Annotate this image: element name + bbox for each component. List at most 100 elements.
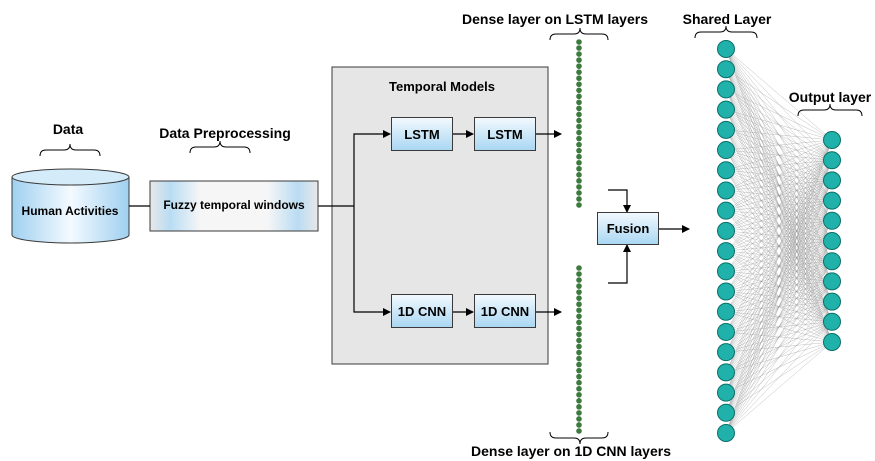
dense-cnn-dot bbox=[576, 307, 582, 314]
shared-node bbox=[717, 120, 735, 139]
connection-line bbox=[725, 139, 833, 393]
shared-brace bbox=[694, 25, 758, 39]
connection-line bbox=[725, 281, 833, 434]
dense-lstm-dot bbox=[576, 147, 582, 154]
shared-node bbox=[717, 424, 735, 442]
dense-lstm-dot bbox=[576, 39, 582, 45]
shared-node bbox=[717, 141, 735, 160]
data-heading: Data bbox=[52, 121, 84, 137]
connection-line bbox=[725, 139, 833, 211]
output-node bbox=[823, 272, 841, 291]
shared-node bbox=[717, 302, 735, 321]
shared-node bbox=[717, 242, 735, 261]
dense-lstm-dot bbox=[576, 75, 582, 82]
temporal-models-heading: Temporal Models bbox=[389, 79, 495, 94]
connectors bbox=[129, 130, 690, 316]
dense-lstm-dot bbox=[576, 63, 582, 69]
dense-lstm-dot bbox=[576, 159, 582, 166]
data-brace bbox=[39, 143, 101, 157]
dense-cnn-dot bbox=[576, 313, 582, 320]
fuzzy-windows-label: Fuzzy temporal windows bbox=[163, 198, 305, 212]
dense-cnn-dot bbox=[576, 283, 582, 289]
dense-lstm-dot bbox=[576, 81, 582, 88]
shared-node bbox=[717, 383, 735, 402]
dense-lstm-dot bbox=[576, 69, 582, 75]
shared-node bbox=[717, 201, 735, 220]
connection-line bbox=[725, 321, 833, 434]
dense-lstm-dot bbox=[576, 51, 582, 57]
output-node bbox=[823, 211, 841, 230]
dense-lstm-dot bbox=[576, 165, 582, 172]
data-cylinder bbox=[11, 168, 130, 244]
preprocessing-brace bbox=[189, 140, 251, 154]
output-brace bbox=[797, 103, 863, 117]
connection-line bbox=[725, 139, 833, 434]
dense-cnn-dot bbox=[576, 301, 582, 308]
connection-line bbox=[725, 69, 833, 141]
dense-cnn-dot bbox=[576, 277, 582, 283]
dense-lstm-dot bbox=[576, 99, 582, 106]
dense-lstm-brace bbox=[549, 27, 609, 41]
dense-cnn-dot bbox=[576, 337, 582, 344]
dense-cnn-dot bbox=[576, 367, 582, 374]
dense-lstm-dot bbox=[576, 190, 582, 196]
shared-layer-heading: Shared Layer bbox=[682, 11, 772, 27]
connection-line bbox=[725, 139, 833, 272]
dense-cnn-dot bbox=[576, 265, 582, 271]
output-node bbox=[823, 232, 841, 250]
connection-line bbox=[725, 341, 833, 434]
dense-lstm-dot bbox=[576, 93, 582, 100]
connection-line bbox=[725, 139, 833, 151]
connection-line bbox=[725, 240, 833, 434]
dense-cnn-dot bbox=[576, 410, 582, 416]
dense-cnn-dot bbox=[576, 422, 582, 428]
dense-cnn-dot bbox=[576, 343, 582, 350]
output-node bbox=[823, 191, 841, 210]
dense-cnn-dot bbox=[576, 289, 582, 295]
output-node bbox=[823, 151, 841, 170]
dense-cnn-dot bbox=[576, 331, 582, 338]
dense-lstm-dot bbox=[576, 202, 582, 208]
dense-cnn-dot bbox=[576, 325, 582, 332]
output-node bbox=[823, 333, 841, 351]
connection-line bbox=[725, 139, 833, 191]
connection-line bbox=[725, 139, 833, 333]
dense-cnn-dot bbox=[576, 398, 582, 404]
shared-node bbox=[717, 161, 735, 180]
lstm-box-2: LSTM bbox=[474, 117, 536, 151]
dense-lstm-dot bbox=[576, 135, 582, 142]
dense-lstm-dot bbox=[576, 196, 582, 202]
shared-node bbox=[717, 40, 735, 58]
dense-cnn-dot bbox=[576, 379, 582, 386]
dense-lstm-dot bbox=[576, 141, 582, 148]
dense-lstm-dot bbox=[576, 87, 582, 94]
connection-line bbox=[725, 139, 833, 292]
output-layer-nodes bbox=[823, 131, 841, 351]
fusion-box: Fusion bbox=[597, 212, 659, 245]
shared-node bbox=[717, 363, 735, 382]
connection-line bbox=[725, 261, 833, 434]
connection-line bbox=[725, 180, 833, 434]
connection-line bbox=[725, 139, 833, 232]
connection-line bbox=[725, 139, 833, 353]
shared-node bbox=[717, 100, 735, 119]
shared-layer-nodes bbox=[717, 40, 735, 442]
connection-line bbox=[725, 129, 833, 141]
shared-node bbox=[717, 221, 735, 240]
dense-cnn-dot bbox=[576, 373, 582, 380]
network-connections bbox=[725, 48, 833, 434]
dense-lstm-dot bbox=[576, 129, 582, 136]
output-node bbox=[823, 171, 841, 190]
human-activities-label: Human Activities bbox=[21, 204, 119, 218]
connection-line bbox=[725, 200, 833, 434]
dense-cnn-dot bbox=[576, 355, 582, 362]
dense-cnn-brace bbox=[549, 431, 609, 445]
shared-node bbox=[717, 403, 735, 422]
dense-lstm-heading: Dense layer on LSTM layers bbox=[462, 11, 648, 27]
dense-cnn-dot bbox=[576, 271, 582, 277]
dense-cnn-dot bbox=[576, 319, 582, 326]
connection-line bbox=[725, 109, 833, 141]
dense-lstm-dot bbox=[576, 57, 582, 63]
dense-cnn-dot bbox=[576, 391, 582, 398]
cnn-box-2: 1D CNN bbox=[474, 294, 536, 328]
